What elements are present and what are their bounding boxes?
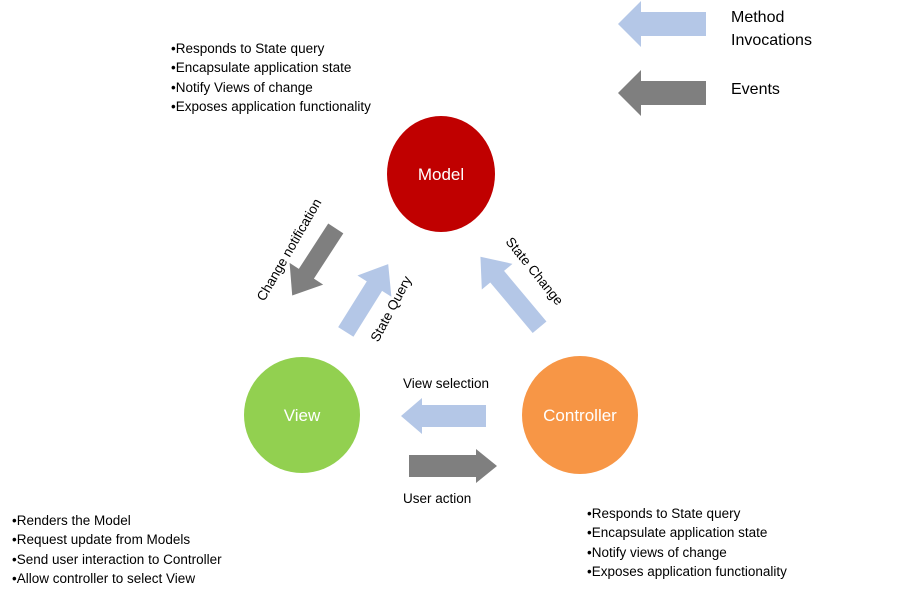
controller-note: Responds to State query bbox=[587, 504, 787, 523]
model-note: Exposes application functionality bbox=[171, 97, 371, 116]
controller-note: Notify views of change bbox=[587, 543, 787, 562]
model-note: Responds to State query bbox=[171, 39, 371, 58]
view-note: Renders the Model bbox=[12, 511, 222, 530]
controller-notes: Responds to State query Encapsulate appl… bbox=[587, 504, 787, 582]
user-action-label: User action bbox=[403, 491, 472, 506]
controller-node bbox=[522, 356, 638, 474]
legend-events: Events bbox=[731, 81, 780, 98]
view-selection-label: View selection bbox=[403, 376, 490, 391]
legend-method-arrow bbox=[618, 1, 706, 47]
model-node bbox=[387, 116, 495, 232]
view-selection-arrow bbox=[401, 398, 486, 434]
model-note: Notify Views of change bbox=[171, 78, 371, 97]
controller-note: Exposes application functionality bbox=[587, 562, 787, 581]
change-notification-arrow bbox=[289, 223, 344, 296]
state-change-arrow bbox=[480, 256, 547, 334]
model-note: Encapsulate application state bbox=[171, 58, 371, 77]
model-label: Model bbox=[418, 165, 464, 184]
legend-method-invocations: Method Invocations bbox=[731, 9, 812, 49]
view-note: Send user interaction to Controller bbox=[12, 550, 222, 569]
controller-note: Encapsulate application state bbox=[587, 523, 787, 542]
user-action-arrow bbox=[409, 449, 497, 483]
view-notes: Renders the Model Request update from Mo… bbox=[12, 511, 222, 589]
view-note: Request update from Models bbox=[12, 530, 222, 549]
legend-event-arrow bbox=[618, 70, 706, 116]
model-notes: Responds to State query Encapsulate appl… bbox=[171, 39, 371, 117]
controller-label: Controller bbox=[543, 406, 617, 425]
view-note: Allow controller to select View bbox=[12, 569, 222, 588]
view-node bbox=[244, 357, 360, 473]
view-label: View bbox=[284, 406, 321, 425]
state-query-arrow bbox=[338, 264, 392, 337]
